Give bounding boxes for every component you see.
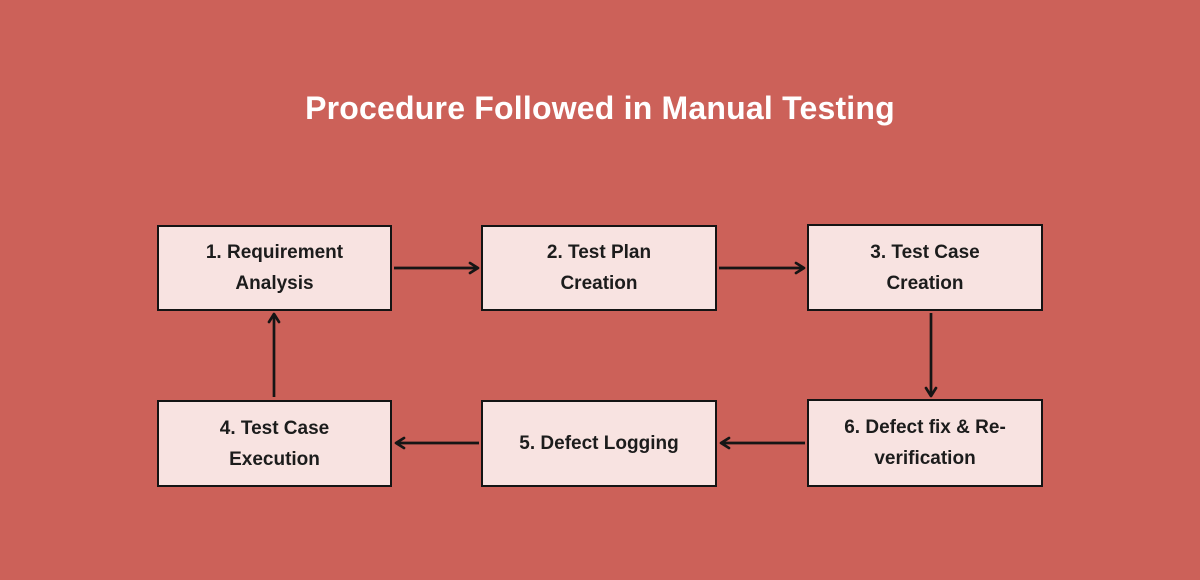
step-label-line2: Analysis <box>235 273 314 294</box>
step-box-test-case-creation: 3. Test Case Creation <box>807 224 1043 311</box>
step-label-line2: Creation <box>560 273 638 294</box>
step-box-defect-fix-reverification: 6. Defect fix & Re- verification <box>807 399 1043 487</box>
step-label-line1: 1. Requirement <box>205 242 344 263</box>
step-label-line1: 5. Defect Logging <box>519 433 679 454</box>
diagram-title: Procedure Followed in Manual Testing <box>305 90 895 126</box>
step-box-test-plan-creation: 2. Test Plan Creation <box>481 225 717 311</box>
step-box-defect-logging: 5. Defect Logging <box>481 400 717 487</box>
step-label-line1: 4. Test Case <box>219 417 330 439</box>
step-label-line1: 6. Defect fix & Re- <box>844 417 1006 438</box>
step-label-line2: Creation <box>886 272 964 294</box>
step-label-line2: verification <box>874 448 976 469</box>
step-box-requirement-analysis: 1. Requirement Analysis <box>157 225 392 311</box>
step-box-test-case-execution: 4. Test Case Execution <box>157 400 392 487</box>
step-label-line1: 3. Test Case <box>870 241 980 263</box>
step-label-line1: 2. Test Plan <box>546 242 652 263</box>
step-label-line2: Execution <box>229 448 320 470</box>
